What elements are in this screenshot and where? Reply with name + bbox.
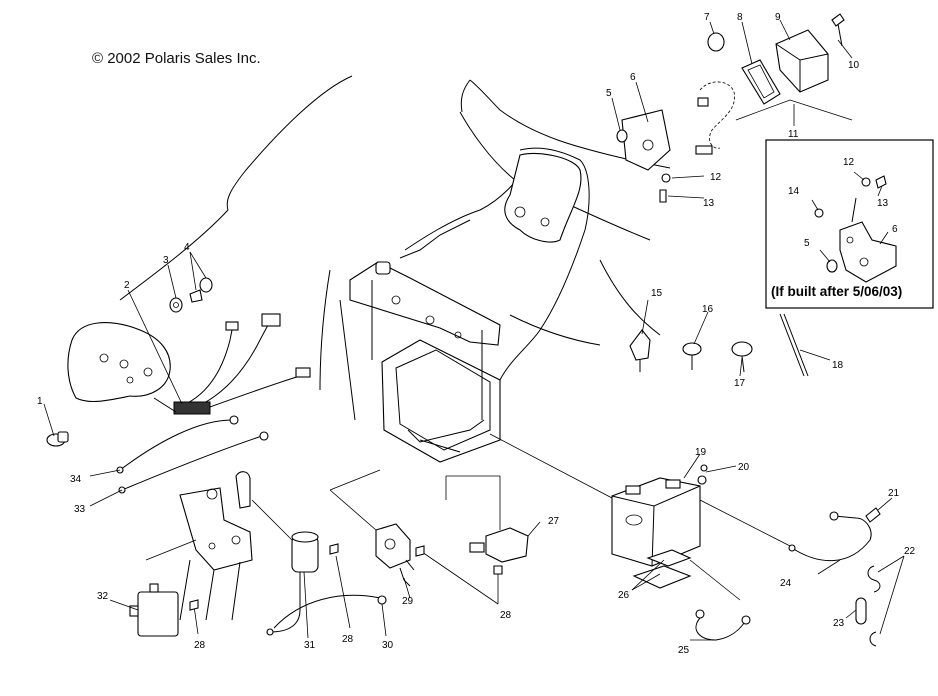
callout-29: 29 xyxy=(402,596,414,607)
part-10-screw xyxy=(831,13,845,47)
callout-16: 16 xyxy=(702,304,714,315)
callout-28-mid: 28 xyxy=(342,634,354,645)
seat-bracket xyxy=(504,152,582,243)
frame-battery-box xyxy=(349,261,501,463)
callout-7: 7 xyxy=(704,12,710,23)
callout-3: 3 xyxy=(163,255,169,266)
callout-31: 31 xyxy=(304,640,316,651)
part-3-nut xyxy=(169,297,183,313)
callout-8: 8 xyxy=(737,12,743,23)
part-16-clamp xyxy=(682,342,702,370)
callout-numbers: 1 2 3 4 5 6 7 8 9 10 11 12 13 14 15 16 1… xyxy=(37,12,916,656)
part-23-link xyxy=(855,597,867,625)
part-4-bulb-socket xyxy=(189,277,213,303)
callout-20: 20 xyxy=(738,462,750,473)
part-32-module xyxy=(129,583,179,637)
callout-11: 11 xyxy=(788,129,799,140)
part-17-clamp xyxy=(731,341,753,373)
part-15-clip xyxy=(629,329,651,372)
part-18-rod xyxy=(779,313,809,377)
part-8-gasket xyxy=(741,59,781,105)
callout-5: 5 xyxy=(606,88,612,99)
part-29-solenoid xyxy=(375,523,415,587)
part-2-harness xyxy=(153,313,311,415)
callout-12-inset: 12 xyxy=(843,157,855,168)
callout-18: 18 xyxy=(832,360,844,371)
callout-33: 33 xyxy=(74,504,86,515)
callout-32: 32 xyxy=(97,591,109,602)
callout-10: 10 xyxy=(848,60,860,71)
part-25-cable xyxy=(695,609,751,641)
part-1-switch xyxy=(46,431,69,447)
parts-33-34-cables xyxy=(116,415,269,494)
callout-12: 12 xyxy=(710,172,722,183)
callout-6-inset: 6 xyxy=(892,224,898,235)
taillight-harness xyxy=(695,81,735,155)
callout-19: 19 xyxy=(695,447,707,458)
callout-21: 21 xyxy=(888,488,900,499)
part-22-clips xyxy=(867,565,881,647)
callout-14-inset: 14 xyxy=(788,186,800,197)
callout-2: 2 xyxy=(124,280,130,291)
callout-30: 30 xyxy=(382,640,394,651)
mounting-bracket-lower xyxy=(179,471,253,621)
part-6-bracket xyxy=(621,109,671,171)
copyright-notice: © 2002 Polaris Sales Inc. xyxy=(92,50,261,67)
part-21-bolt xyxy=(865,507,881,523)
callout-27: 27 xyxy=(548,516,560,527)
headlight-pod xyxy=(67,322,171,403)
callout-26: 26 xyxy=(618,590,630,601)
parts-12-13-hardware xyxy=(659,173,671,203)
callout-5-inset: 5 xyxy=(804,238,810,249)
callout-13: 13 xyxy=(703,198,715,209)
inset-box xyxy=(765,139,934,309)
part-26-pads xyxy=(632,549,692,589)
callout-22: 22 xyxy=(904,546,916,557)
part-20-hardware xyxy=(697,464,708,485)
callout-23: 23 xyxy=(833,618,845,629)
body-outline xyxy=(119,75,671,421)
part-28-bolts xyxy=(189,543,503,611)
part-9-lens xyxy=(775,29,829,93)
callout-28-left: 28 xyxy=(194,640,206,651)
callout-1: 1 xyxy=(37,396,43,407)
callout-24: 24 xyxy=(780,578,792,589)
callout-6: 6 xyxy=(630,72,636,83)
callout-9: 9 xyxy=(775,12,781,23)
callout-4: 4 xyxy=(184,242,190,253)
callout-25: 25 xyxy=(678,645,690,656)
leader-lines xyxy=(43,19,905,641)
callout-13-inset: 13 xyxy=(877,198,889,209)
callout-17: 17 xyxy=(734,378,746,389)
part-31-coil xyxy=(266,531,319,636)
callout-15: 15 xyxy=(651,288,663,299)
part-24-cable xyxy=(788,511,872,561)
inset-note: (If built after 5/06/03) xyxy=(771,284,903,299)
part-27-relay xyxy=(469,527,529,563)
part-5-washer xyxy=(616,129,628,143)
callout-34: 34 xyxy=(70,474,82,485)
part-30-cable xyxy=(273,594,387,629)
part-19-battery xyxy=(611,477,701,567)
part-7-bulb xyxy=(707,32,725,52)
callout-28: 28 xyxy=(500,610,512,621)
